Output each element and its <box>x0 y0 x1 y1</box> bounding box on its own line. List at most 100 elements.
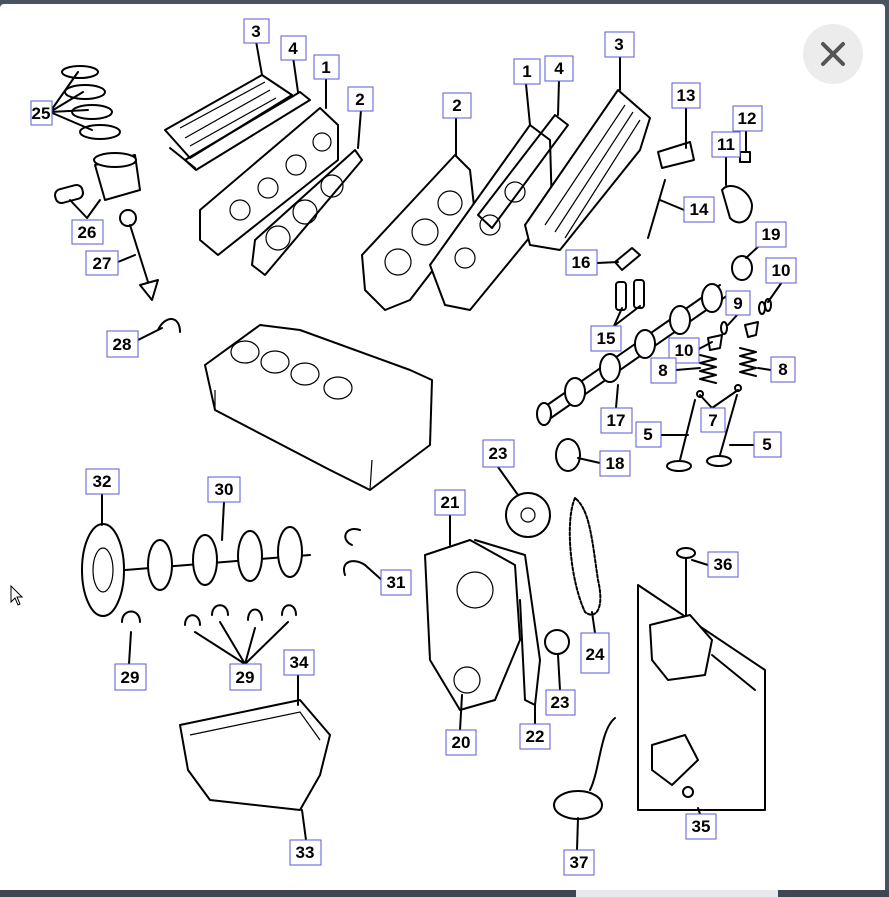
callout-2: 2 <box>347 86 374 112</box>
svg-text:21: 21 <box>441 493 460 512</box>
callout-32: 32 <box>85 468 120 495</box>
callout-33: 33 <box>289 839 322 866</box>
cam-sprocket <box>505 492 551 538</box>
rod-bearing <box>157 318 181 333</box>
left-cylinder-head <box>199 107 339 256</box>
callout-14: 14 <box>683 196 715 223</box>
camshaft <box>536 283 729 426</box>
callout-15: 15 <box>590 325 622 352</box>
crank-sprocket <box>544 629 570 655</box>
svg-text:26: 26 <box>78 223 97 242</box>
callout-23b: 23 <box>545 689 576 716</box>
callout-22: 22 <box>519 723 551 750</box>
callout-1b: 1 <box>513 58 541 85</box>
callout-5b: 5 <box>753 431 782 458</box>
svg-text:5: 5 <box>643 425 652 444</box>
svg-text:2: 2 <box>452 96 461 115</box>
svg-text:8: 8 <box>658 361 667 380</box>
callout-34: 34 <box>283 649 315 676</box>
callout-4: 4 <box>280 35 307 61</box>
svg-text:18: 18 <box>606 454 625 473</box>
svg-text:9: 9 <box>733 294 742 313</box>
valves <box>666 394 738 472</box>
callout-12: 12 <box>732 105 763 132</box>
oil-pump-assembly-outline <box>637 584 766 811</box>
svg-text:1: 1 <box>522 62 531 81</box>
callout-7: 7 <box>700 407 726 433</box>
svg-text:27: 27 <box>93 254 112 273</box>
svg-text:22: 22 <box>526 727 545 746</box>
bottom-bar <box>0 890 889 897</box>
crank-seal <box>555 438 581 472</box>
close-icon <box>821 42 845 66</box>
callout-8: 8 <box>650 357 677 384</box>
left-head-gasket <box>251 149 363 276</box>
svg-text:34: 34 <box>290 653 309 672</box>
svg-text:23: 23 <box>489 444 508 463</box>
svg-text:10: 10 <box>675 341 694 360</box>
svg-text:3: 3 <box>251 22 260 41</box>
piston-rings <box>61 65 121 140</box>
valve-seal <box>696 390 704 398</box>
callout-10: 10 <box>765 257 797 284</box>
callout-29b: 29 <box>229 663 262 691</box>
svg-text:15: 15 <box>597 329 616 348</box>
bottom-tab[interactable] <box>576 890 778 897</box>
svg-text:4: 4 <box>288 39 298 58</box>
svg-text:31: 31 <box>387 573 406 592</box>
oil-pan <box>179 699 331 811</box>
callout-26: 26 <box>71 219 104 245</box>
callout-11: 11 <box>711 131 741 158</box>
left-valve-cover <box>164 74 293 169</box>
svg-text:5: 5 <box>762 435 771 454</box>
callout-24: 24 <box>580 632 610 674</box>
pointer-cursor-icon <box>10 585 24 606</box>
callout-3b: 3 <box>604 31 635 58</box>
crankshaft <box>124 526 311 591</box>
part-12 <box>739 151 751 163</box>
svg-text:28: 28 <box>113 335 132 354</box>
callout-13: 13 <box>671 82 701 109</box>
valve-springs <box>699 347 757 384</box>
svg-text:19: 19 <box>762 225 781 244</box>
callout-17: 17 <box>600 407 633 434</box>
svg-text:32: 32 <box>93 472 112 491</box>
callout-18: 18 <box>599 450 631 477</box>
camshaft-seal <box>731 255 753 281</box>
svg-text:16: 16 <box>572 253 591 272</box>
callout-1: 1 <box>313 54 340 80</box>
close-button[interactable] <box>803 24 863 84</box>
leader-lines <box>49 40 783 851</box>
callout-35: 35 <box>685 813 717 840</box>
svg-text:17: 17 <box>607 411 626 430</box>
svg-text:4: 4 <box>554 59 564 78</box>
callout-5: 5 <box>635 421 662 448</box>
right-valve-cover-gasket <box>477 114 569 229</box>
svg-text:29: 29 <box>236 668 255 687</box>
timing-cover-gasket <box>474 539 541 706</box>
crank-pulley <box>81 523 125 617</box>
connecting-rod <box>119 209 159 301</box>
left-valve-cover-gasket <box>184 91 311 171</box>
timing-cover <box>424 539 521 711</box>
callout-36: 36 <box>707 551 739 578</box>
svg-text:11: 11 <box>717 135 735 154</box>
svg-text:29: 29 <box>121 668 140 687</box>
svg-text:33: 33 <box>296 843 315 862</box>
callout-29: 29 <box>114 663 147 691</box>
callout-37: 37 <box>563 849 595 876</box>
svg-text:23: 23 <box>551 693 570 712</box>
svg-text:8: 8 <box>778 360 787 379</box>
bearings-29 <box>121 604 297 626</box>
svg-text:12: 12 <box>738 109 757 128</box>
svg-text:24: 24 <box>586 645 605 664</box>
svg-text:2: 2 <box>355 90 364 109</box>
callout-4b: 4 <box>544 55 574 82</box>
svg-text:25: 25 <box>32 104 51 123</box>
svg-text:37: 37 <box>570 853 589 872</box>
svg-text:7: 7 <box>708 411 717 430</box>
valve-keepers <box>707 298 772 351</box>
engine-block <box>204 324 433 491</box>
callout-20: 20 <box>445 729 477 756</box>
